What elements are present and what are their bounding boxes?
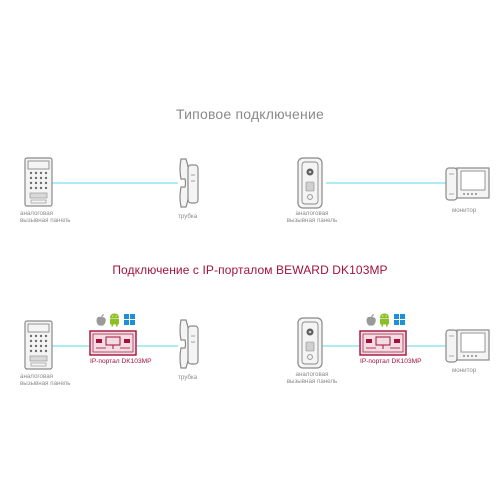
android-icon [110,313,119,327]
monitor-label: монитор [452,367,477,374]
windows-icon [394,314,405,325]
handset-icon [179,319,199,369]
apple-icon [366,314,376,326]
analog-panel-label: аналоговая вызывная панель [286,371,338,386]
ip-portal-icon [89,330,137,356]
analog-panel-label: аналоговая вызывная панель [20,210,71,225]
ip-portal-label: IP-портал DK103MP [360,358,422,365]
analog-panel-label: аналоговая вызывная панель [20,373,71,388]
keypad-call-panel-icon [24,157,53,207]
ip-portal-label: IP-портал DK103MP [90,358,152,365]
apple-icon [96,314,106,326]
monitor-label: монитор [452,207,477,214]
typical-connection-title: Типовое подключение [176,106,324,122]
android-icon [380,313,389,327]
handset-label: трубка [178,213,198,220]
monitor-icon [445,329,490,363]
analog-panel-label: аналоговая вызывная панель [286,210,338,225]
slim-call-panel-icon [297,157,323,209]
windows-icon [124,314,135,325]
ip-portal-icon [359,330,407,356]
keypad-call-panel-icon [24,320,53,370]
portal-connection-title: Подключение с IP-порталом BEWARD DK103MP [112,263,388,277]
slim-call-panel-icon [297,317,323,369]
monitor-icon [445,167,490,201]
handset-icon [179,158,199,208]
handset-label: трубка [178,374,198,381]
